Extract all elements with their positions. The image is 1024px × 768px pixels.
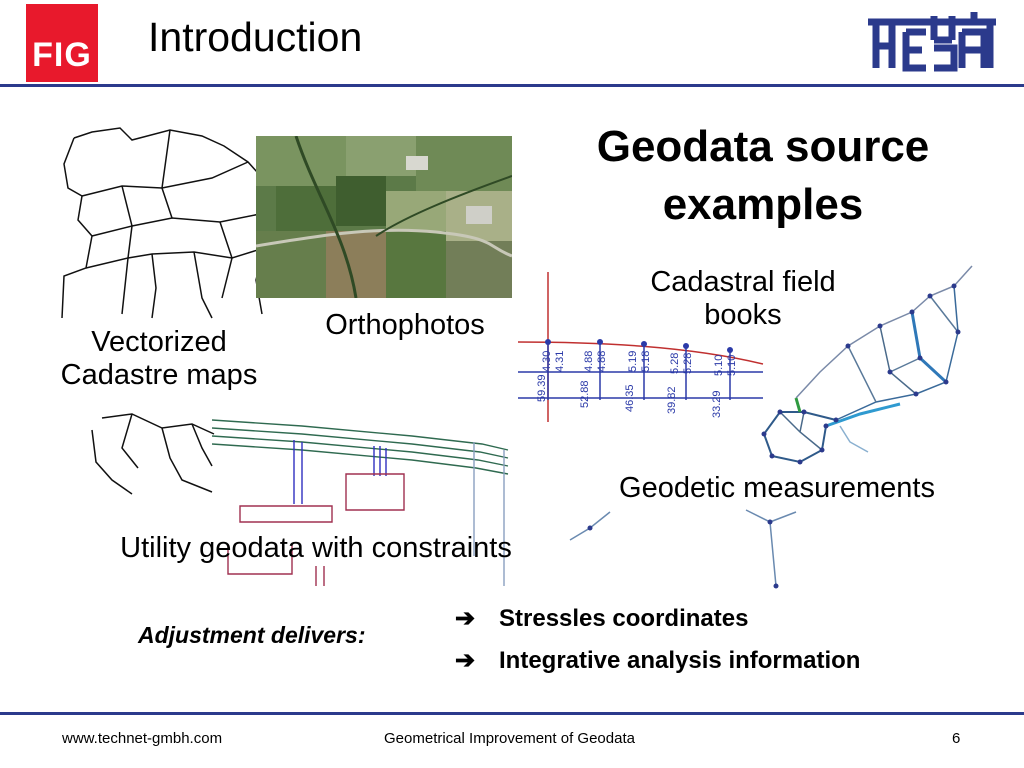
field-book-value: 46.35 xyxy=(624,384,636,412)
page-title: Introduction xyxy=(148,14,363,60)
slide-heading: Geodata source examples xyxy=(596,122,930,229)
field-book-value: 5.10 xyxy=(713,355,725,376)
field-book-graphic: 4.30 4.31 4.88 4.88 5.19 5.18 5.28 5.28 … xyxy=(518,272,764,422)
field-book-value: 4.88 xyxy=(583,351,595,372)
field-book-value: 5.19 xyxy=(627,351,639,372)
arrow-right-icon: ➔ xyxy=(455,605,476,632)
fig-logo-text: FIG xyxy=(32,36,92,74)
field-book-value: 5.18 xyxy=(640,351,652,372)
footer-url: www.technet-gmbh.com xyxy=(62,730,223,747)
field-book-value: 5.28 xyxy=(682,353,694,374)
geodetic-network-lower-graphic xyxy=(569,509,797,589)
technet-logo xyxy=(868,12,996,72)
field-book-value: 4.88 xyxy=(596,351,608,372)
adjustment-label: Adjustment delivers: xyxy=(138,622,366,648)
cadastre-label: Vectorized Cadastre maps xyxy=(60,326,258,391)
bullet-item: ➔ Stressles coordinates xyxy=(455,600,860,642)
field-book-value: 4.30 xyxy=(541,351,553,372)
utility-label: Utility geodata with constraints xyxy=(120,532,512,564)
fig-logo: FIG xyxy=(26,4,98,82)
field-book-value: 59.39 xyxy=(536,374,548,402)
field-book-value: 39.82 xyxy=(666,386,678,414)
footer-divider xyxy=(0,712,1024,715)
field-book-value: 4.31 xyxy=(554,351,566,372)
field-book-value: 52.88 xyxy=(579,380,591,408)
header-divider xyxy=(0,84,1024,87)
footer-title: Geometrical Improvement of Geodata xyxy=(384,730,635,747)
field-book-value: 33.29 xyxy=(711,390,723,418)
field-books-label: Cadastral field books xyxy=(650,266,836,331)
field-book-value: 5.10 xyxy=(726,355,738,376)
arrow-right-icon: ➔ xyxy=(455,647,476,674)
geodetic-label: Geodetic measurements xyxy=(619,472,935,504)
page-number: 6 xyxy=(952,730,961,747)
bullet-item: ➔ Integrative analysis information xyxy=(455,642,860,684)
bullet-text: Stressles coordinates xyxy=(499,605,749,632)
orthophotos-label: Orthophotos xyxy=(325,309,485,341)
field-book-value: 5.28 xyxy=(669,353,681,374)
bullet-text: Integrative analysis information xyxy=(499,647,861,674)
utility-geodata-graphic xyxy=(212,419,509,586)
geodetic-network-graphic xyxy=(761,265,973,465)
adjustment-bullets: ➔ Stressles coordinates ➔ Integrative anal… xyxy=(455,600,860,684)
cadastre-map-graphic xyxy=(61,127,267,495)
orthophoto-image xyxy=(256,136,512,298)
